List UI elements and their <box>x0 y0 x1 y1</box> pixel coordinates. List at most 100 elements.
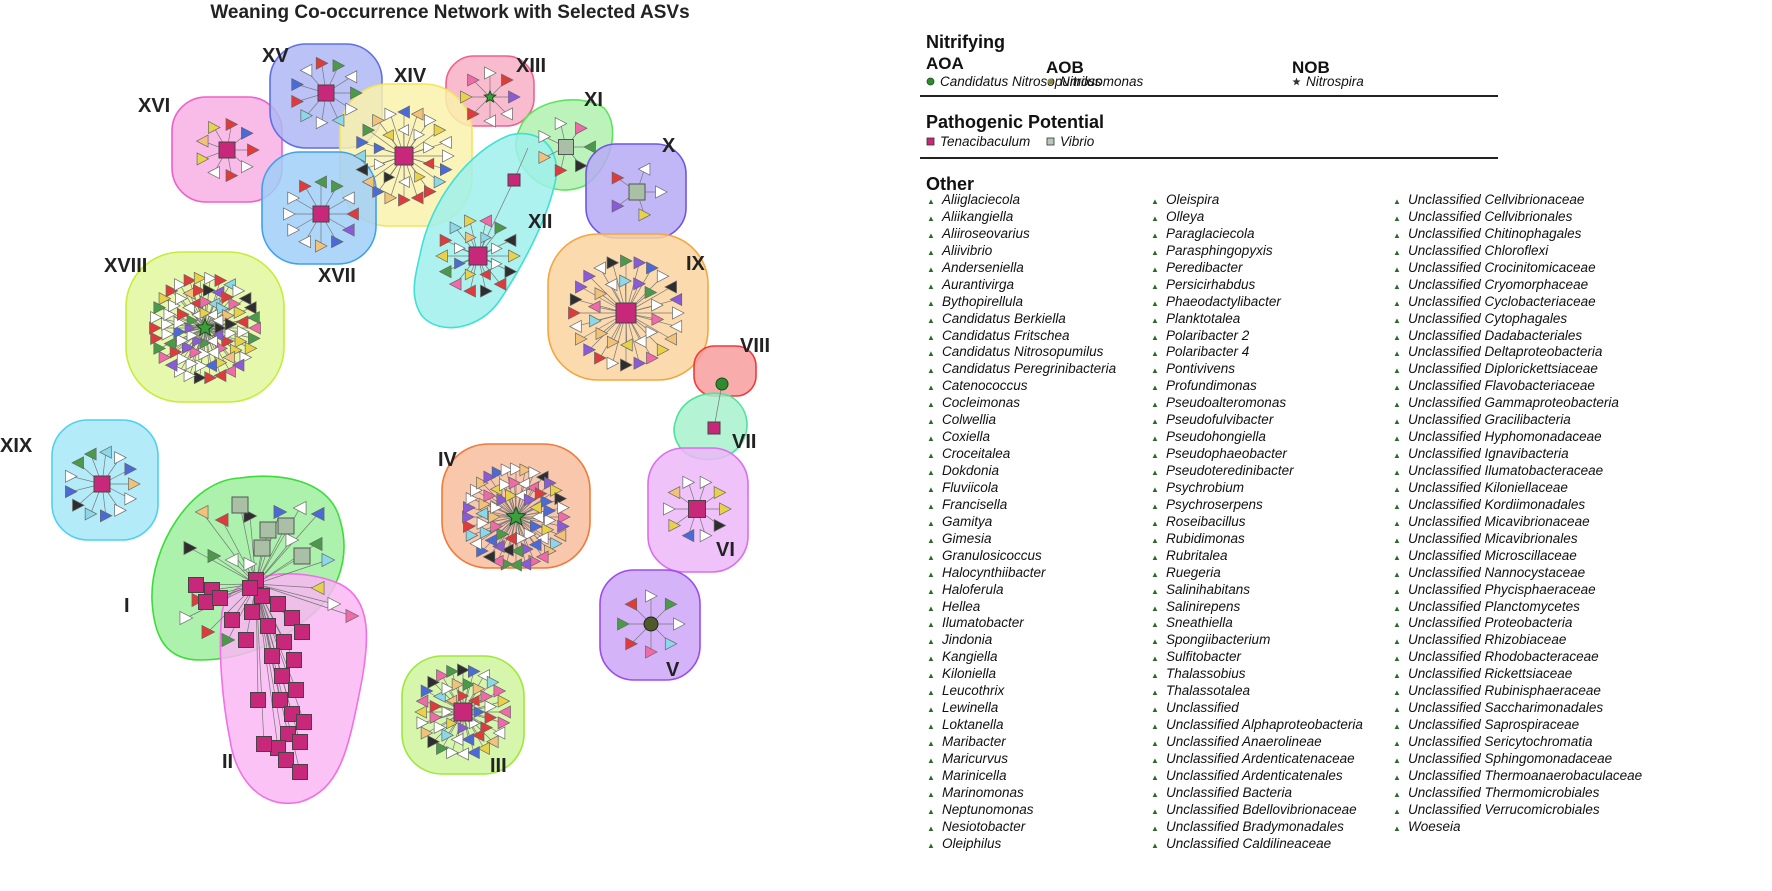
legend-other-label: Nesiotobacter <box>942 818 1026 834</box>
legend-other-label: Persicirhabdus <box>1166 276 1256 292</box>
tenacibaculum-node <box>317 84 335 102</box>
legend-other-label: Unclassified Deltaproteobacteria <box>1408 344 1603 360</box>
cluster-label-iii: III <box>490 755 507 777</box>
otu-triangle-node <box>553 528 567 542</box>
otu-triangle-node <box>383 171 396 184</box>
network-edge <box>255 513 319 585</box>
otu-triangle-node <box>625 637 638 651</box>
otu-triangle-node <box>501 73 514 87</box>
otu-triangle-node <box>557 501 570 515</box>
legend-other-item: ▲Kiloniella <box>920 666 1116 683</box>
otu-triangle-node <box>236 325 250 339</box>
triangle-icon: ▲ <box>1151 484 1159 494</box>
legend-other-label: Unclassified Cellvibrionaceae <box>1408 192 1585 207</box>
otu-triangle-node <box>509 558 522 572</box>
legend-other-label: Unclassified Micavibrionaceae <box>1408 513 1590 529</box>
legend-other-item: ▲Parasphingopyxis <box>1144 243 1363 260</box>
triangle-icon: ▲ <box>927 569 935 579</box>
legend-other-label: Croceitalea <box>942 446 1011 462</box>
legend-other-label: Leucothrix <box>942 683 1005 699</box>
otu-triangle-node <box>589 314 602 328</box>
otu-triangle-node <box>176 307 190 322</box>
otu-triangle-node <box>397 124 409 136</box>
otu-triangle-node <box>664 597 678 611</box>
legend-other-item: ▲Granulosicoccus <box>920 548 1116 565</box>
otu-triangle-node <box>442 149 455 163</box>
legend-other-label: Unclassified Thermoanaerobaculaceae <box>1408 767 1643 783</box>
triangle-icon: ▲ <box>1393 705 1401 715</box>
legend-other-item: ▲Unclassified Ardenticatenales <box>1144 768 1363 785</box>
legend-other-label: Unclassified Planctomycetes <box>1408 598 1580 614</box>
otu-triangle-node <box>656 343 670 357</box>
legend-other-item: ▲Psychrobium <box>1144 480 1363 497</box>
otu-triangle-node <box>611 199 625 213</box>
otu-triangle-node <box>234 334 248 349</box>
otu-triangle-node <box>441 706 454 718</box>
otu-triangle-node <box>499 478 512 492</box>
otu-triangle-node <box>528 538 542 552</box>
legend-other-label: Spongiibacterium <box>1166 632 1271 648</box>
legend-other-item: ▲Unclassified Anaerolineae <box>1144 734 1363 751</box>
otu-triangle-node <box>454 242 466 255</box>
legend-other-label: Unclassified Cryomorphaceae <box>1408 276 1589 292</box>
triangle-icon: ▲ <box>927 806 935 816</box>
legend-other-label: Maribacter <box>942 734 1006 749</box>
triangle-icon: ▲ <box>927 230 935 240</box>
legend-other-label: Oleiphilus <box>942 835 1002 851</box>
gray-square-icon <box>1046 137 1060 148</box>
otu-triangle-node <box>287 223 301 237</box>
legend-other-item: ▲Candidatus Nitrosopumilus <box>920 344 1116 361</box>
legend-other-label: Maricurvus <box>942 750 1009 766</box>
otu-triangle-node <box>664 332 677 346</box>
tenacibaculum-node <box>288 682 304 698</box>
otu-triangle-node <box>568 306 581 320</box>
legend-other-label: Candidatus Nitrosopumilus <box>942 344 1104 360</box>
otu-triangle-node <box>206 309 218 321</box>
otu-triangle-node <box>451 677 465 692</box>
legend-other-label: Marinomonas <box>942 784 1024 800</box>
legend-other-item: ▲Unclassified Hyphomonadaceae <box>1386 429 1642 446</box>
nitrospira-node <box>483 89 497 103</box>
nitrosomonas-node <box>643 616 659 632</box>
legend-other-label: Peredibacter <box>1166 259 1243 275</box>
otu-triangle-node <box>558 510 571 524</box>
otu-triangle-node <box>441 728 455 742</box>
triangle-icon: ▲ <box>927 789 935 799</box>
legend-other-item: ▲Persicirhabdus <box>1144 277 1363 294</box>
triangle-icon: ▲ <box>927 434 935 444</box>
otu-triangle-node <box>569 292 583 307</box>
legend-other-label: Coxiella <box>942 429 991 445</box>
otu-triangle-node <box>583 140 596 154</box>
otu-triangle-node <box>637 162 651 176</box>
legend-other-label: Kangiella <box>942 649 998 665</box>
otu-triangle-node <box>346 207 359 221</box>
otu-triangle-node <box>508 476 522 490</box>
tenacibaculum-node <box>294 624 310 640</box>
vibrio-node <box>628 183 646 201</box>
legend-other-item: ▲Psychroserpens <box>1144 497 1363 514</box>
legend-other-label: Pseudohongiella <box>1166 429 1266 445</box>
otu-triangle-node <box>620 358 633 372</box>
legend-other-item: ▲Unclassified Thermomicrobiales <box>1386 785 1642 802</box>
triangle-icon: ▲ <box>1393 620 1401 630</box>
legend-other-label: Unclassified Crocinitomicaceae <box>1408 259 1596 275</box>
otu-triangle-node <box>669 319 683 334</box>
legend-other-item: ▲Oleispira <box>1144 192 1363 209</box>
legend-other-item: ▲Unclassified Diplorickettsiaceae <box>1386 361 1642 378</box>
network-edge <box>515 516 557 544</box>
otu-triangle-node <box>332 59 346 73</box>
otu-triangle-node <box>441 682 455 696</box>
legend-other-label: Unclassified Gammaproteobacteria <box>1408 395 1619 411</box>
triangle-icon: ▲ <box>927 366 935 376</box>
otu-triangle-node <box>672 306 685 320</box>
otu-triangle-node <box>429 699 443 714</box>
legend-other-label: Aurantivirga <box>942 276 1015 292</box>
otu-triangle-node <box>519 463 533 477</box>
network-edge <box>477 179 515 257</box>
otu-triangle-node <box>462 677 476 692</box>
otu-triangle-node <box>490 554 504 568</box>
network-edge <box>255 559 329 585</box>
tenacibaculum-node <box>292 764 308 780</box>
legend-other-label: Thalassobius <box>1166 666 1246 682</box>
